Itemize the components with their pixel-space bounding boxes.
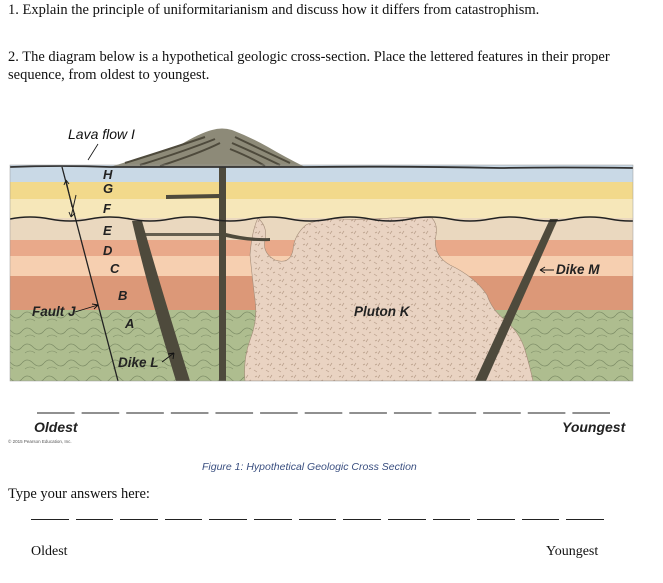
pluton-label: Pluton K xyxy=(354,304,411,319)
letter-b: B xyxy=(118,288,127,303)
answer-blank-line[interactable] xyxy=(477,519,515,520)
answer-blank-line[interactable] xyxy=(298,519,337,520)
dike-l xyxy=(132,221,190,381)
answer-blank-line[interactable] xyxy=(164,519,203,520)
lava-flow-label: Lava flow I xyxy=(68,126,135,142)
answer-blank-line[interactable] xyxy=(387,519,426,520)
diagram-oldest-label: Oldest xyxy=(34,419,79,435)
copyright-text: © 2015 Pearson Education, Inc. xyxy=(8,438,72,444)
question-2: 2. The diagram below is a hypothetical g… xyxy=(8,49,610,83)
letter-a: A xyxy=(124,316,134,331)
answer-blank-line[interactable] xyxy=(75,519,114,520)
answer-blank-line[interactable] xyxy=(432,519,471,520)
figure-caption: Figure 1: Hypothetical Geologic Cross Se… xyxy=(202,461,417,473)
letter-d: D xyxy=(103,243,113,258)
dike-m xyxy=(475,219,558,381)
layer-g xyxy=(10,182,633,199)
answer-prompt: Type your answers here: xyxy=(8,486,150,502)
diagram-youngest-label: Youngest xyxy=(562,419,627,435)
dike-m-label: Dike M xyxy=(556,262,600,277)
volcanic-feeder-dike xyxy=(219,165,226,381)
geologic-cross-section-diagram: Lava flow I H G F E D C B A Fault J Dike… xyxy=(8,126,634,473)
layer-f xyxy=(10,199,633,218)
letter-e: E xyxy=(103,223,112,238)
answer-blank-line[interactable] xyxy=(254,519,292,520)
layer-sky-h xyxy=(10,165,633,182)
answer-oldest-label: Oldest xyxy=(31,544,68,559)
dike-l-label: Dike L xyxy=(118,355,159,370)
question-1: 1. Explain the principle of uniformitari… xyxy=(8,2,540,18)
answer-youngest-label: Youngest xyxy=(546,544,599,559)
answer-blank-line[interactable] xyxy=(343,519,381,520)
answer-blank-line[interactable] xyxy=(31,519,69,520)
letter-f: F xyxy=(103,201,112,216)
answer-blank-line[interactable] xyxy=(209,519,248,520)
answer-blank-line[interactable] xyxy=(120,519,158,520)
letter-g: G xyxy=(103,181,113,196)
answer-blank-line[interactable] xyxy=(521,519,560,520)
fault-label: Fault J xyxy=(32,304,76,319)
answer-blank-line[interactable] xyxy=(566,519,604,520)
letter-h: H xyxy=(103,167,113,182)
letter-c: C xyxy=(110,261,120,276)
